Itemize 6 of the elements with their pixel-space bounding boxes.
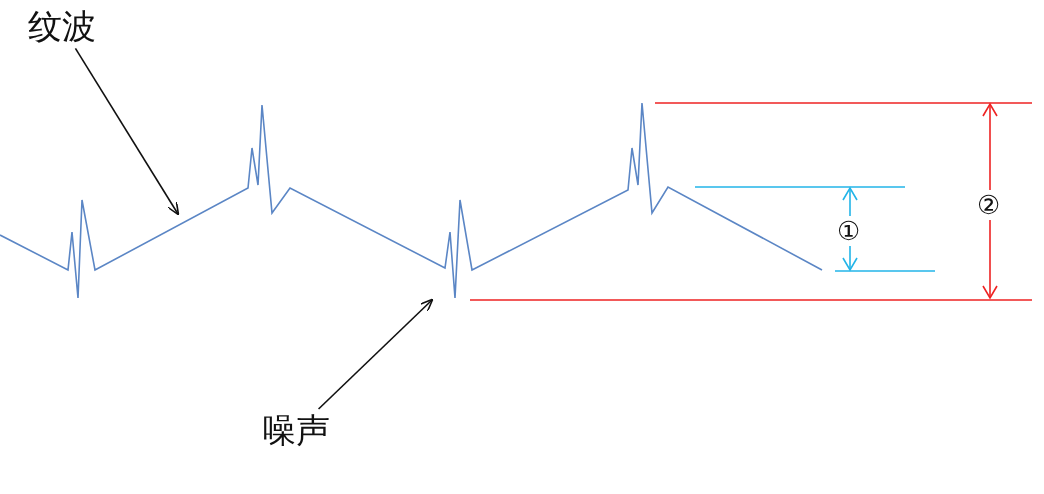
callout-label: 噪声 — [262, 412, 330, 450]
leader-line — [74, 47, 180, 216]
dimension-label: ① — [837, 216, 861, 246]
callout-label: 纹波 — [28, 8, 96, 46]
dimension-label: ② — [977, 190, 1001, 220]
leader-line — [317, 298, 434, 410]
